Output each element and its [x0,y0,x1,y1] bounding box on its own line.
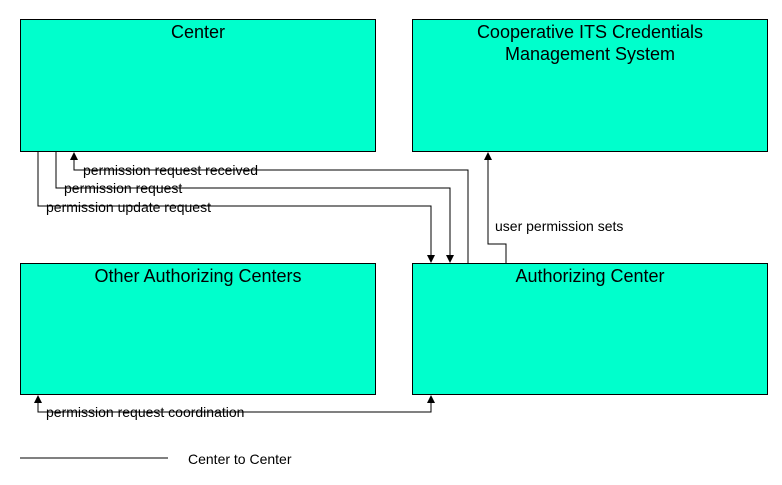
flow-permission-request-arrowhead [446,255,454,263]
flow-permission-update-request-line [37,152,432,262]
flow-user-permission-sets-label: user permission sets [495,218,623,234]
cooperative-its-credentials-node[interactable]: Cooperative ITS Credentials Management S… [412,19,768,152]
center-node-label: Center [170,22,226,42]
flow-permission-update-request-label: permission update request [46,199,211,215]
cooperative-its-credentials-node-label: Cooperative ITS Credentials Management S… [476,22,704,64]
flow-permission-request-label: permission request [64,180,182,196]
flow-user-permission-sets-arrowhead [484,152,492,160]
flow-permission-request-coordination-arrowhead-right [427,395,435,403]
flow-permission-request-coordination-arrowhead-left [34,395,42,403]
flow-permission-request-coordination-line [37,396,432,413]
flow-user-permission-sets-line [487,153,507,263]
flow-permission-request-coordination-label: permission request coordination [46,404,244,420]
flow-permission-request-received-line [73,153,469,263]
other-authorizing-centers-node[interactable]: Other Authorizing Centers [20,263,376,395]
authorizing-center-node[interactable]: Authorizing Center [412,263,768,395]
flow-permission-request-received-arrowhead [70,152,78,160]
flow-permission-request-line [55,152,451,262]
flow-permission-update-request-arrowhead [427,255,435,263]
flow-permission-request-received-label: permission request received [83,162,258,178]
legend-center-to-center-label: Center to Center [188,451,292,467]
other-authorizing-centers-node-label: Other Authorizing Centers [94,266,302,286]
authorizing-center-node-label: Authorizing Center [515,266,665,286]
center-node[interactable]: Center [20,19,376,152]
